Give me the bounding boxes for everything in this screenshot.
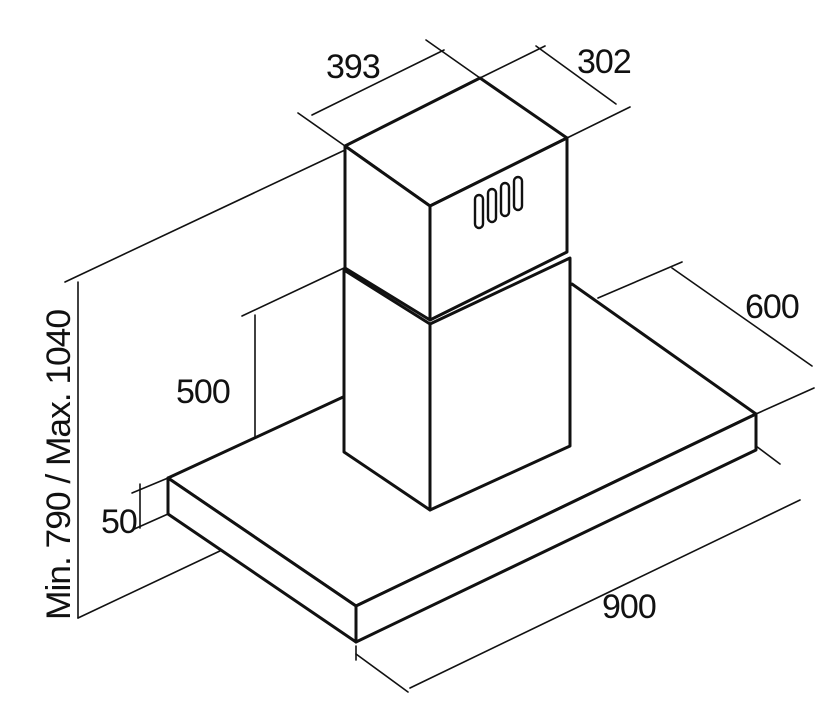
- dim-393-extension-right: [425, 39, 481, 79]
- label-lower-chimney-height: 500: [176, 373, 230, 411]
- dimension-labels: 393 302 600 500 50 900 Min. 790 / Max. 1…: [40, 43, 800, 626]
- dim-302-extension-bottom: [566, 106, 631, 139]
- lower-chimney-right-face: [428, 256, 572, 512]
- lower-chimney: [342, 256, 572, 512]
- dim-302-extension-top: [479, 45, 546, 79]
- dim-600-extension-top: [597, 261, 683, 299]
- label-chimney-width: 393: [326, 48, 380, 86]
- upper-chimney: [343, 76, 569, 322]
- dim-height-extension-top: [64, 149, 346, 283]
- label-hood-depth: 600: [745, 288, 799, 326]
- canopy-right-face: [354, 412, 758, 644]
- upper-chimney-right-face: [428, 136, 569, 322]
- dim-393-extension-left: [297, 112, 346, 147]
- vent-slots-icon: [473, 175, 524, 230]
- dim-900-extension-left-diag: [355, 653, 409, 693]
- dim-900-line: [409, 499, 801, 689]
- label-total-height: Min. 790 / Max. 1040: [40, 310, 78, 620]
- dim-302-line: [535, 45, 617, 105]
- dim-height-extension-bottom: [77, 549, 223, 619]
- dim-600-line: [671, 267, 813, 367]
- label-canopy-height: 50: [101, 503, 137, 541]
- dim-50-extension-top: [131, 477, 169, 494]
- label-chimney-depth: 302: [577, 43, 631, 81]
- dim-500-extension-top: [241, 267, 345, 317]
- dim-393-line: [311, 49, 445, 116]
- label-hood-width: 900: [602, 588, 656, 626]
- dim-900-extension-right: [755, 445, 781, 465]
- dim-600-extension-bottom: [755, 387, 815, 415]
- dim-50-extension-bottom: [131, 513, 169, 531]
